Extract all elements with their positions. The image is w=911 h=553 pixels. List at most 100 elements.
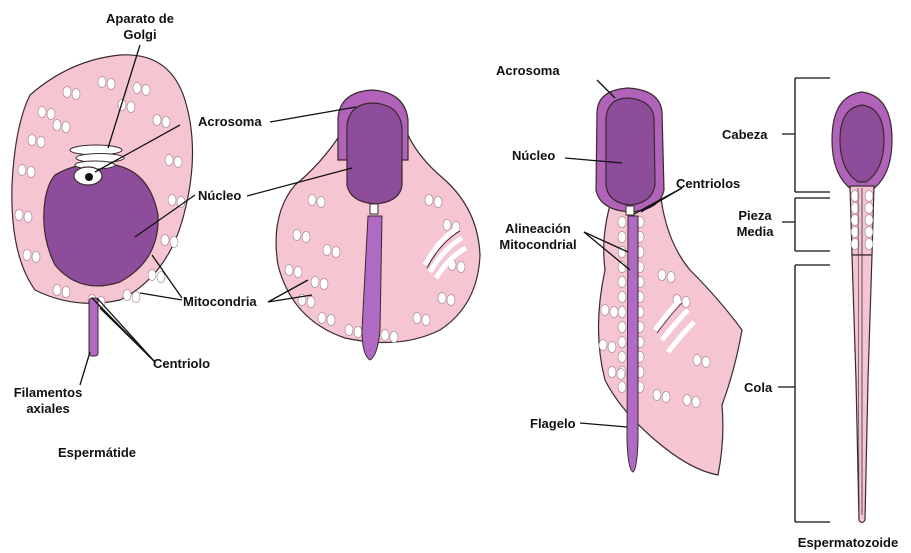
mitochondrion <box>320 279 328 290</box>
mitochondrion <box>308 195 316 206</box>
mitochondrion <box>170 237 178 248</box>
mitochondrion <box>618 322 626 333</box>
mitochondrion <box>443 220 451 231</box>
midpiece-bracket <box>782 198 830 251</box>
mitochondrion <box>610 307 618 318</box>
mitochondrion <box>62 287 70 298</box>
mitochondrion <box>107 79 115 90</box>
mitochondrion <box>692 397 700 408</box>
cell3-nucleus <box>606 98 655 205</box>
mitochondrion <box>18 165 26 176</box>
label-pieza-2: Media <box>737 224 775 239</box>
mitochondrion <box>53 120 61 131</box>
mitochondrion <box>693 355 701 366</box>
mitochondrion <box>168 195 176 206</box>
cell3-flagellum <box>627 216 638 472</box>
mitochondrion <box>15 210 23 221</box>
mitochondrion <box>390 332 398 343</box>
mitochondrion <box>618 382 626 393</box>
label-cola: Cola <box>744 380 773 395</box>
mitochondrion <box>161 235 169 246</box>
mitochondrion <box>617 369 625 380</box>
mitochondrion <box>165 155 173 166</box>
label-filamentos-2: axiales <box>26 401 69 416</box>
mitochondrion <box>142 85 150 96</box>
mitochondrion <box>381 330 389 341</box>
mitochondrion <box>413 313 421 324</box>
mitochondrion <box>53 285 61 296</box>
label-centriolos: Centriolos <box>676 176 740 191</box>
mitochondrion <box>618 307 626 318</box>
mitochondrion <box>32 252 40 263</box>
cell2-nucleus <box>347 103 402 204</box>
mitochondrion <box>601 305 609 316</box>
mitochondrion <box>123 290 131 301</box>
label-acrosoma-2: Acrosoma <box>496 63 560 78</box>
cell3-centrioles <box>626 206 634 215</box>
acrosomal-vesicle <box>74 167 102 185</box>
mitochondrion <box>38 107 46 118</box>
spermatozoon <box>832 92 892 523</box>
label-nucleo-1: Núcleo <box>198 188 241 203</box>
head-bracket <box>782 78 830 192</box>
mitochondrion <box>618 352 626 363</box>
mitochondrion <box>422 315 430 326</box>
mitochondrion <box>434 197 442 208</box>
mitochondrion <box>865 239 873 250</box>
mitochondrion <box>345 325 353 336</box>
mitochondrion <box>294 267 302 278</box>
mitochondrion <box>851 239 859 250</box>
mitochondrion <box>618 337 626 348</box>
label-alineacion: Alineación <box>505 221 571 236</box>
mitochondrion <box>177 197 185 208</box>
mitochondrion <box>425 195 433 206</box>
label-espermatide: Espermátide <box>58 445 136 460</box>
mitochondrion <box>72 89 80 100</box>
mitochondrion <box>157 272 165 283</box>
mitochondrion <box>133 83 141 94</box>
mitochondrion <box>285 265 293 276</box>
label-alineacion-2: Mitocondrial <box>499 237 576 252</box>
label-flagelo: Flagelo <box>530 416 576 431</box>
mitochondrion <box>865 215 873 226</box>
mitochondrion <box>307 297 315 308</box>
label-pieza: Pieza <box>738 208 772 223</box>
mitochondrion <box>98 77 106 88</box>
mitochondrion <box>662 392 670 403</box>
mitochondrion <box>293 230 301 241</box>
label-golgi: Aparato de <box>106 11 174 26</box>
label-mitocondria: Mitocondria <box>183 294 257 309</box>
label-filamentos: Filamentos <box>14 385 83 400</box>
mitochondrion <box>318 313 326 324</box>
mitochondrion <box>618 217 626 228</box>
early-spermatozoon-cell <box>276 90 480 360</box>
mitochondrion <box>37 137 45 148</box>
mitochondrion <box>865 227 873 238</box>
label-espermatozoide: Espermatozoide <box>798 535 898 550</box>
mitochondrion <box>127 102 135 113</box>
mitochondrion <box>332 247 340 258</box>
mitochondrion <box>47 109 55 120</box>
mitochondrion <box>311 277 319 288</box>
mitochondrion <box>702 357 710 368</box>
mitochondrion <box>682 297 690 308</box>
label-acrosoma-1: Acrosoma <box>198 114 262 129</box>
sperm-nucleus <box>840 105 884 182</box>
mitochondrion <box>63 87 71 98</box>
mitochondrion <box>608 367 616 378</box>
label-nucleo-2: Núcleo <box>512 148 555 163</box>
mitochondrion <box>865 191 873 202</box>
cell2-centriole <box>370 204 378 214</box>
mitochondrion <box>608 342 616 353</box>
mitochondrion <box>447 295 455 306</box>
mitochondrion <box>865 203 873 214</box>
mitochondrion <box>148 270 156 281</box>
label-cabeza: Cabeza <box>722 127 768 142</box>
mitochondrion <box>599 340 607 351</box>
mitochondrion <box>27 167 35 178</box>
late-spermatozoon-cell <box>596 88 742 475</box>
mitochondrion <box>683 395 691 406</box>
mitochondrion <box>438 293 446 304</box>
mitochondrion <box>354 327 362 338</box>
